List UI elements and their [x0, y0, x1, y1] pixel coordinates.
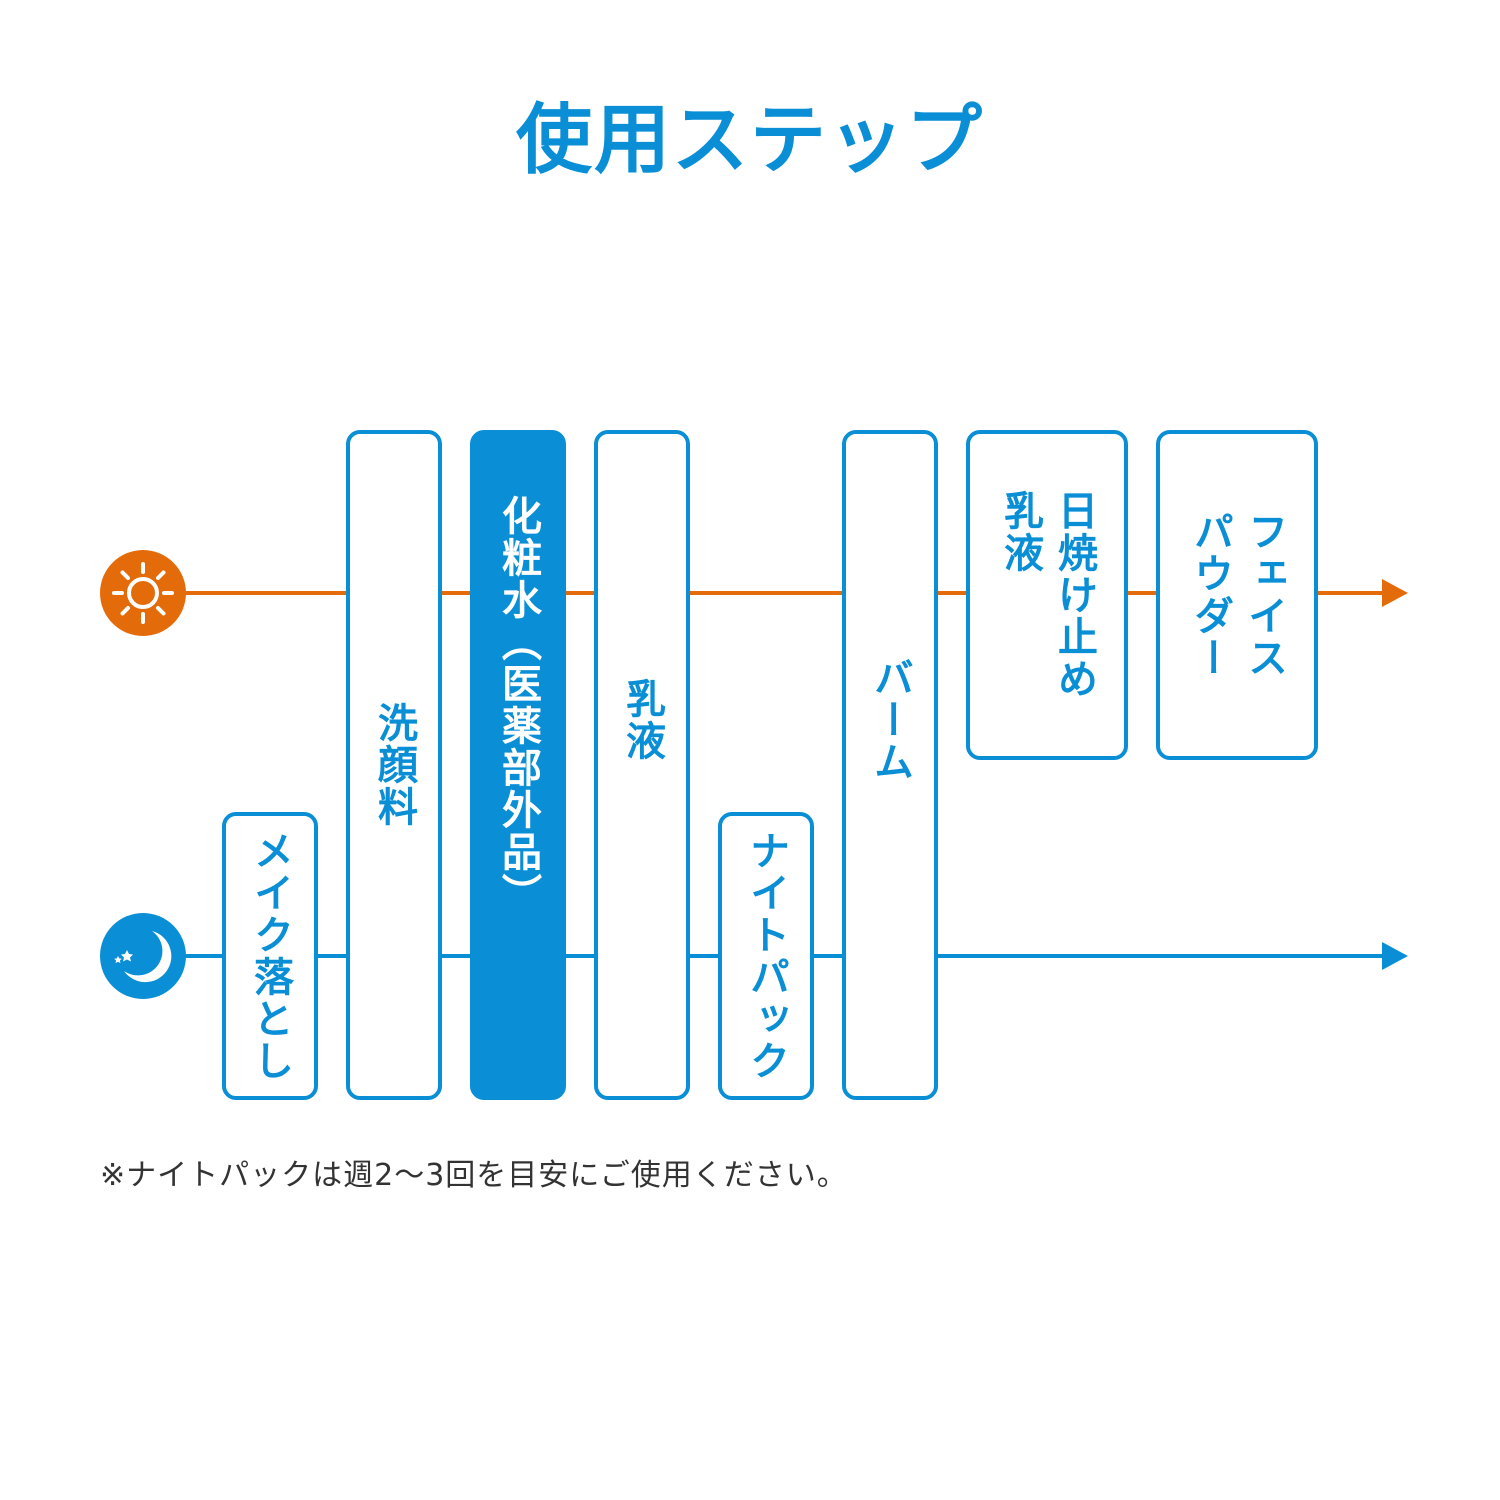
step-label: ナイトパック: [743, 830, 789, 1082]
step-face-powder: フェイス パウダー: [1156, 430, 1318, 760]
step-label: メイク落とし: [247, 830, 293, 1082]
step-milk: 乳液: [594, 430, 690, 1100]
page-title: 使用ステップ: [516, 95, 984, 184]
step-label: 化粧水（医薬部外品）: [495, 495, 541, 915]
sun-icon: [100, 550, 186, 636]
step-sunscreen-milk: 日焼け止め 乳液: [966, 430, 1128, 760]
step-balm: バーム: [842, 430, 938, 1100]
usage-note: ※ナイトパックは週2〜3回を目安にご使用ください。: [100, 1158, 848, 1193]
night-arrow-head: [1382, 942, 1408, 970]
step-face-wash: 洗顔料: [346, 430, 442, 1100]
moon-icon: [100, 913, 186, 999]
step-label: 日焼け止め 乳液: [997, 490, 1097, 700]
step-label: バーム: [867, 657, 913, 783]
step-night-pack: ナイトパック: [718, 812, 814, 1100]
step-label: 乳液: [619, 678, 665, 762]
day-arrow-head: [1382, 579, 1408, 607]
day-flow-line: [150, 591, 1390, 595]
step-label: 洗顔料: [371, 702, 417, 828]
step-lotion: 化粧水（医薬部外品）: [470, 430, 566, 1100]
step-label: フェイス パウダー: [1187, 511, 1287, 679]
step-makeup-remover: メイク落とし: [222, 812, 318, 1100]
